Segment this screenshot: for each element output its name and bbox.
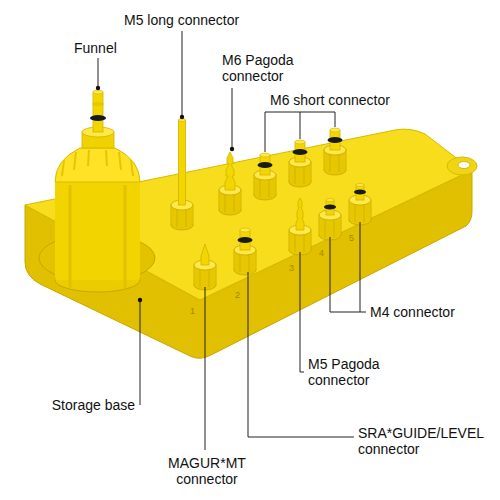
part-label: M6 Pagoda connector bbox=[222, 52, 312, 84]
part-label: M5 long connector bbox=[124, 12, 239, 28]
m5-long-connector bbox=[171, 118, 193, 230]
part-label: Funnel bbox=[74, 40, 117, 56]
storage-base bbox=[25, 129, 477, 358]
part-label: M6 short connector bbox=[270, 92, 390, 108]
part-label: SRA*GUIDE/LEVEL connector bbox=[358, 425, 493, 457]
part-label: MAGUR*MT connector bbox=[158, 455, 256, 487]
m6-pagoda-connector bbox=[219, 152, 241, 215]
slot-number: 1 bbox=[190, 306, 195, 316]
slot-number: 3 bbox=[289, 263, 294, 273]
part-label: M4 connector bbox=[370, 304, 455, 320]
magura-connector bbox=[194, 244, 216, 290]
part-label: Storage base bbox=[30, 397, 135, 413]
part-label: M5 Pagoda connector bbox=[308, 356, 398, 388]
m5-pagoda-connector bbox=[289, 198, 311, 255]
funnel-bottle bbox=[55, 90, 140, 292]
leader-dots bbox=[96, 86, 234, 302]
sram-connector bbox=[234, 228, 256, 275]
slot-number: 5 bbox=[349, 233, 354, 243]
m4-connector bbox=[319, 183, 371, 240]
slot-number: 2 bbox=[235, 290, 240, 300]
slot-number: 4 bbox=[319, 248, 324, 258]
